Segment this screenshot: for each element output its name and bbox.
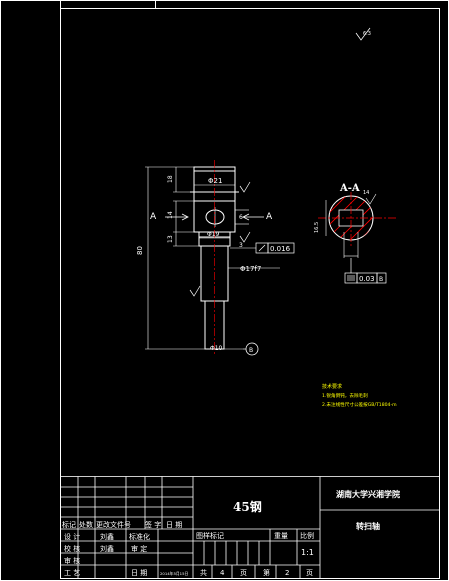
- scale-label: 比例: [300, 531, 314, 540]
- rev-header-sign: 签 字: [145, 520, 161, 529]
- part-name: 转扫轴: [356, 521, 380, 531]
- datum-letter: B: [249, 347, 253, 354]
- section-dims: [325, 193, 377, 258]
- runout-tolerance-frame: 0.016: [255, 242, 295, 254]
- rev-header-mark: 标记: [62, 520, 76, 529]
- date-label: 日 期: [131, 569, 147, 577]
- date-value: 2014年5月15日: [160, 571, 189, 576]
- roughness-marks-shaft: [189, 181, 251, 297]
- page-unit-2: 页: [306, 569, 313, 577]
- roughness-value: 6.3: [363, 31, 371, 37]
- dimension-lines: [145, 166, 280, 350]
- dim-len-mid: 14: [167, 211, 174, 219]
- sheet-value: 2: [285, 569, 289, 577]
- std-label: 标准化: [129, 532, 150, 541]
- dim-total-length: 80: [136, 246, 144, 255]
- designer-name: 刘鑫: [100, 532, 114, 541]
- school-name: 湖南大学兴湘学院: [336, 489, 400, 499]
- total-label: 共: [200, 568, 207, 577]
- row-process-label: 工 艺: [64, 569, 80, 577]
- checker-name: 刘鑫: [100, 544, 114, 553]
- rev-header-count: 处数: [79, 520, 93, 529]
- stage-label: 图样标记: [196, 531, 224, 540]
- scale-value: 1:1: [301, 548, 314, 557]
- dim-dia-bottom: Φ10: [210, 345, 223, 352]
- total-value: 4: [220, 569, 225, 577]
- datum-circle: B: [243, 342, 259, 356]
- row-design-label: 设 计: [64, 532, 80, 541]
- section-slot: 14: [363, 190, 369, 196]
- dim-dia-mid: Φ19: [207, 231, 220, 238]
- row-audit-label: 审 核: [64, 556, 80, 565]
- dim-len-low: 13: [167, 235, 174, 243]
- sheet-label: 第: [263, 568, 270, 577]
- row-check-label: 校 核: [64, 544, 80, 553]
- tech-req-title: 技术要求: [322, 383, 342, 390]
- dim-len-small: 3: [239, 242, 243, 249]
- cut-letter-right: A: [266, 212, 273, 222]
- symmetry-value: 0.03: [359, 275, 375, 283]
- symmetry-tolerance-frame: 0.03 B: [344, 258, 387, 284]
- roughness-symbol-top: 6.3: [355, 27, 371, 41]
- dim-dia-top: Φ21: [208, 177, 222, 185]
- rev-header-date: 日 期: [166, 521, 182, 529]
- weight-label: 重量: [274, 532, 288, 540]
- section-label: A-A: [339, 183, 360, 194]
- symmetry-datum: B: [379, 276, 383, 283]
- section-depth: 16.5: [314, 222, 320, 233]
- dim-dia-shaft: Φ17f7: [240, 265, 261, 273]
- title-block-grid: [60, 476, 440, 579]
- tech-req-line2: 2.未注线性尺寸公差按GB/T1804-m: [322, 401, 397, 408]
- tech-req-line1: 1.锐角倒钝，去除毛刺: [322, 392, 368, 399]
- material-text: 45钢: [233, 499, 262, 514]
- approve-label: 审 定: [131, 544, 147, 553]
- rev-header-doc: 更改文件号: [96, 520, 131, 529]
- dim-key-width: 6: [239, 214, 243, 221]
- page-unit-1: 页: [240, 569, 247, 577]
- cut-letter-left: A: [150, 212, 157, 222]
- runout-value: 0.016: [270, 245, 291, 253]
- cut-plane-markers: [165, 213, 264, 221]
- dim-len-top: 18: [167, 175, 174, 183]
